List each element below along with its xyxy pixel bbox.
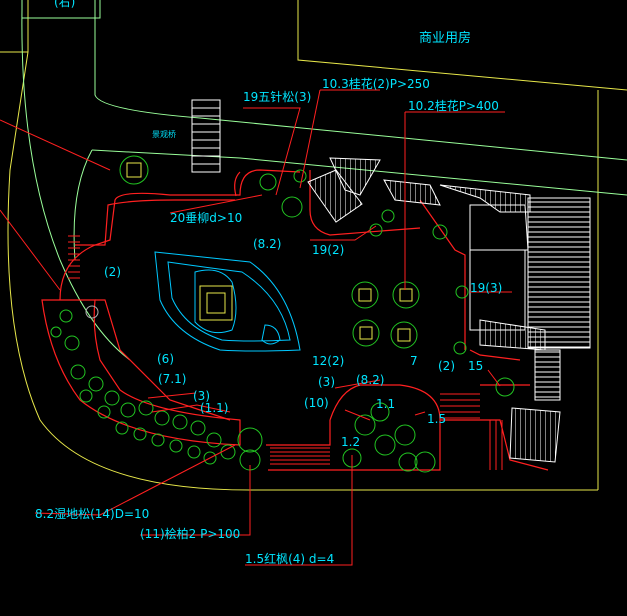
label-15: 15: [468, 359, 483, 373]
stair-hatch: [68, 235, 503, 470]
label-bridge-tag: 景观桥: [152, 129, 176, 139]
bridge: [191, 99, 221, 173]
building-title: 商业用房: [419, 30, 471, 46]
label-10: (10): [304, 396, 329, 410]
buildings: [307, 157, 591, 463]
label-2-b: (2): [438, 359, 455, 373]
trees: [50, 155, 515, 473]
label-19-2: 19(2): [312, 243, 344, 257]
label-19-3: 19(3): [470, 281, 502, 295]
label-weeping-willow: 20垂柳d>10: [170, 211, 242, 225]
label-cypress: (11)桧柏2 P>100: [140, 526, 240, 541]
label-12-2: 12(2): [312, 354, 344, 368]
pavilion: [199, 285, 233, 321]
label-red-maple: 1.5红枫(4) d=4: [245, 551, 334, 566]
label-wetland-pine: 8.2湿地松(14)D=10: [35, 506, 149, 521]
label-1-1-b: 1.1: [376, 397, 395, 411]
label-pine: 19五针松(3): [243, 89, 311, 104]
label-8-2-b: (8.2): [356, 373, 384, 387]
label-osmanthus-b: 10.2桂花P>400: [408, 98, 499, 113]
label-1-5: 1.5: [427, 412, 446, 426]
label-top-left-tag: (右): [54, 0, 75, 9]
leader-lines: [0, 89, 512, 566]
label-2-a: (2): [104, 265, 121, 279]
label-6: (6): [157, 352, 174, 366]
label-3-b: (3): [318, 375, 335, 389]
label-8-2-a: (8.2): [253, 237, 281, 251]
garden-paths: [41, 169, 549, 471]
label-1-2: 1.2: [341, 435, 360, 449]
label-1-1-a: (1.1): [200, 401, 228, 415]
label-osmanthus-a: 10.3桂花(2)P>250: [322, 76, 430, 91]
label-7-1: (7.1): [158, 372, 186, 386]
pond: [154, 251, 301, 352]
label-3-a: (3): [193, 389, 210, 403]
label-7: 7: [410, 354, 418, 368]
road-lines: [21, 0, 627, 361]
